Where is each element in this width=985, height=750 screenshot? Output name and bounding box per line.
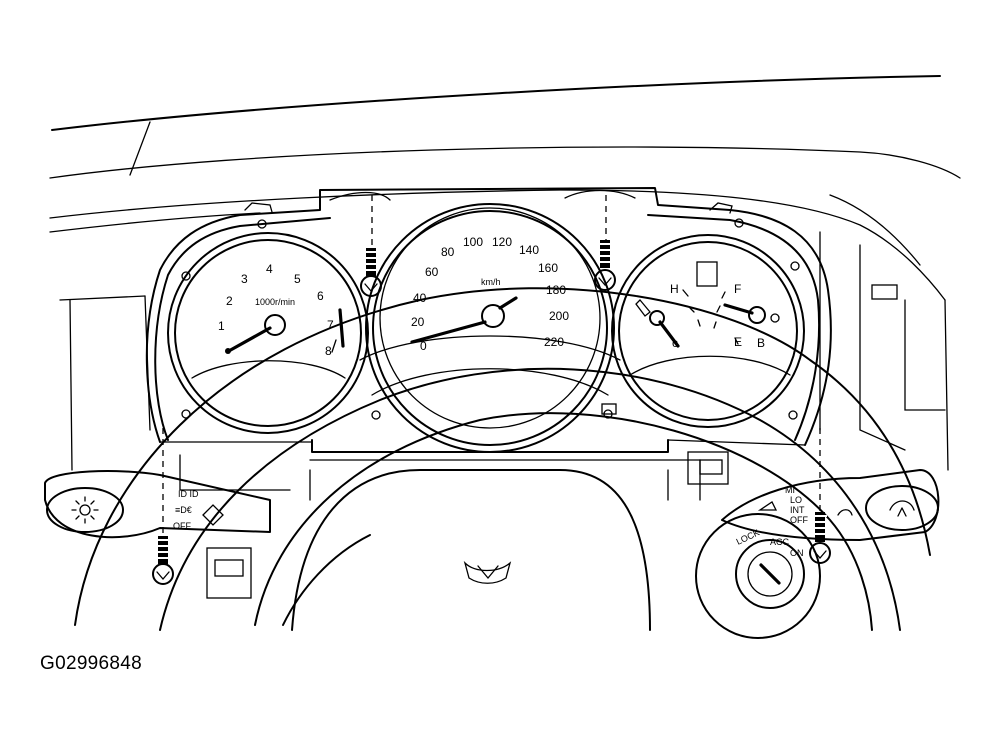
tach-unit-label: 1000r/min xyxy=(255,297,295,307)
tachometer: 1 2 3 4 5 6 7 8 1000r/min xyxy=(167,232,369,434)
cluster-bezel xyxy=(145,187,832,453)
ignition-lock: LOCK ACC ON xyxy=(695,513,821,639)
horn-emblem xyxy=(463,560,512,584)
svg-text:INT: INT xyxy=(790,505,805,515)
speedo-label: 20 xyxy=(411,315,425,329)
mist-icon xyxy=(837,509,853,516)
speedo-label: 180 xyxy=(546,283,566,297)
screw-top-left xyxy=(360,248,382,297)
hazard-icon xyxy=(202,504,224,526)
svg-text:OFF: OFF xyxy=(790,515,808,525)
light-off-label: OFF xyxy=(173,521,191,531)
tach-label: 5 xyxy=(294,272,301,286)
svg-text:MI: MI xyxy=(785,485,795,495)
temp-cold-mark: c xyxy=(672,336,678,350)
tach-label: 8 xyxy=(325,344,332,358)
mounting-screws xyxy=(152,195,831,585)
speedo-label: 160 xyxy=(538,261,558,275)
dashboard-outline xyxy=(49,75,961,471)
steering-wheel xyxy=(74,287,931,631)
speedo-label: 40 xyxy=(413,291,427,305)
speedo-label: 220 xyxy=(544,335,564,349)
tach-label: 6 xyxy=(317,289,324,303)
screw-bottom-right xyxy=(809,512,831,564)
tach-label: 3 xyxy=(241,272,248,286)
screw-bottom-left xyxy=(152,536,174,585)
fuel-full-label: F xyxy=(734,282,741,296)
light-switch-stalk: ID ID ≡D€ OFF xyxy=(44,470,271,539)
tach-needle-pivot xyxy=(225,348,231,354)
screw-top-right xyxy=(594,240,616,291)
tach-label: 2 xyxy=(226,294,233,308)
ignition-lock-label: LOCK xyxy=(735,527,761,546)
speedo-label: 0 xyxy=(420,339,427,353)
speedo-unit-label: km/h xyxy=(481,277,501,287)
fuel-empty-label: E xyxy=(734,335,742,349)
svg-text:ACC: ACC xyxy=(770,537,790,547)
speedo-label: 200 xyxy=(549,309,569,323)
speedo-label: 60 xyxy=(425,265,439,279)
speedo-label: 120 xyxy=(492,235,512,249)
fuel-gauge-symbol: B xyxy=(757,336,765,350)
switch-panel xyxy=(206,547,252,599)
speedo-label: 100 xyxy=(463,235,483,249)
svg-text:LO: LO xyxy=(790,495,802,505)
wiper-switch-stalk: MI LO INT OFF xyxy=(721,469,940,541)
tach-label: 4 xyxy=(266,262,273,276)
speedo-label: 140 xyxy=(519,243,539,257)
figure-id-label: G02996848 xyxy=(40,653,143,674)
svg-text:ON: ON xyxy=(790,548,804,558)
svg-text:≡D€: ≡D€ xyxy=(175,505,192,515)
washer-icon xyxy=(889,500,915,517)
headlight-icon xyxy=(71,496,99,524)
temp-fuel-gauge: H F E c B xyxy=(611,234,805,428)
fuel-pump-icon xyxy=(696,261,718,287)
temp-high-label: H xyxy=(670,282,679,296)
tach-label: 7 xyxy=(327,318,334,332)
tach-label: 1 xyxy=(218,319,225,333)
speedo-label: 80 xyxy=(441,245,455,259)
wiper-icon xyxy=(757,501,778,511)
svg-text:ID ID: ID ID xyxy=(178,489,199,499)
